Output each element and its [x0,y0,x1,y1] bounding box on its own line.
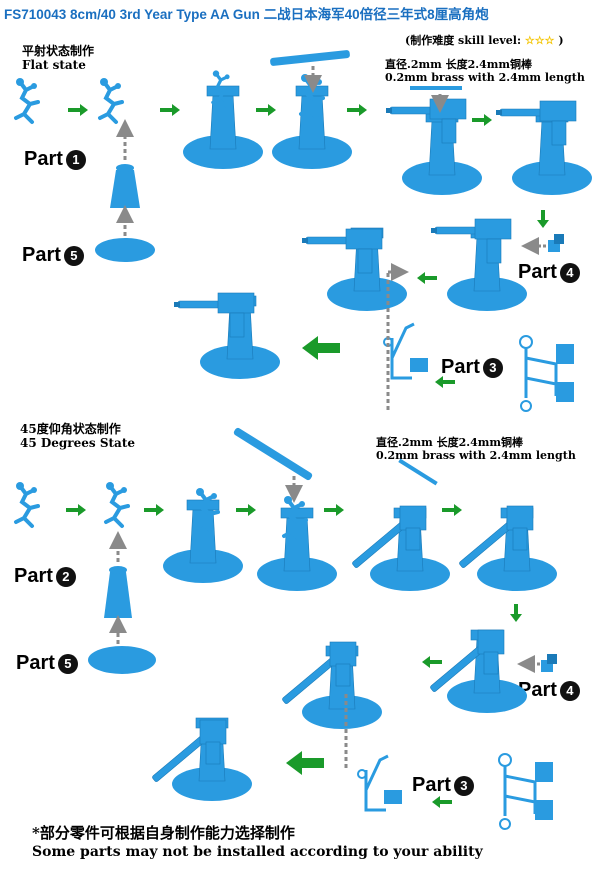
skill-level-label: (制作难度 skill level: [405,34,522,47]
flat-step-assembled-gun-1 [385,98,483,196]
section-flat-cn: 平射状态制作 [22,44,95,58]
footer-note-cn: *部分零件可根据自身制作能力选择制作 [32,824,295,842]
part-number-badge: 2 [55,566,76,587]
part-word: Part [16,652,55,674]
section-flat-heading: 平射状态制作 Flat state [22,44,94,72]
green-arrow [144,504,164,516]
up-pedestal-part-5 [104,566,132,618]
up-part-3-sprue [497,752,555,831]
green-arrow-large [302,336,340,360]
flat-part-3-seat [382,322,430,380]
brass-note-top: 直径.2mm 长度2.4mm铜棒 0.2mm brass with 2.4mm … [385,58,585,84]
part-word: Part [518,261,557,283]
page-title: FS710043 8cm/40 3rd Year Type AA Gun 二战日… [4,7,489,22]
part-word: Part [412,774,451,796]
green-arrow [160,104,180,116]
flat-step-pedestal-2 [271,72,353,170]
up-part-4 [541,654,557,672]
up-step-assembled-gun-1 [351,505,451,592]
green-arrow [442,504,462,516]
brass-note-bottom: 直径.2mm 长度2.4mm铜棒 0.2mm brass with 2.4mm … [376,436,576,462]
flat-step-assembled-gun-2 [495,100,593,196]
up-step-assembled-gun-2 [458,505,558,592]
skill-level: (制作难度 skill level: ☆☆☆ ) [405,32,564,48]
flat-part-3-sprue [518,334,576,413]
green-arrow [472,114,492,126]
up-step-gun-with-part-4 [429,629,528,714]
section-flat-en: Flat state [22,58,86,72]
green-arrow [324,504,344,516]
up-base-disc-part-5 [88,646,156,674]
up-barrel-part [233,427,313,481]
star-icon: ☆ [534,34,545,47]
section-45-cn: 45度仰角状态制作 [20,422,121,436]
up-step-gun-with-part-3 [281,641,383,730]
flat-brass-rod [410,86,462,90]
part-number-badge: 5 [63,245,84,266]
up-step-pedestal-1 [162,486,244,584]
part-number-badge: 1 [65,149,86,170]
part-word: Part [24,148,63,170]
brass-note-top-cn: 直径.2mm 长度2.4mm铜棒 [385,58,533,71]
part-number-badge: 3 [453,775,474,796]
green-arrow-large [286,751,324,775]
part-word: Part [518,679,557,701]
brass-note-top-en: 0.2mm brass with 2.4mm length [385,71,585,84]
green-arrow [435,376,455,388]
green-arrow [510,604,522,622]
flat-step-gun-with-part-3 [301,227,408,312]
flat-base-disc-part-5 [95,238,155,262]
part-number-badge: 3 [482,357,503,378]
flat-step-pedestal-1 [182,68,264,170]
up-part-3-seat [356,754,404,812]
flat-step-arrows [68,104,549,388]
green-arrow [68,104,88,116]
green-arrow [66,504,86,516]
green-arrow [537,210,549,228]
section-45-en: 45 Degrees State [20,436,135,450]
skill-level-close: ) [558,34,564,47]
part-number-badge: 4 [559,262,580,283]
part-word: Part [441,356,480,378]
flat-pedestal-part-5 [110,164,140,208]
flat-step-sub-assembly [98,76,124,124]
green-arrow [256,104,276,116]
green-arrow [417,272,437,284]
part-word: Part [22,244,61,266]
green-arrow [347,104,367,116]
footer-note-en: Some parts may not be installed accordin… [32,844,483,860]
up-part-2-sprue [14,480,40,528]
flat-part-4 [548,234,564,252]
star-icon: ☆ [524,34,535,47]
part-number-badge: 4 [559,680,580,701]
part-word: Part [14,565,53,587]
green-arrow [432,796,452,808]
green-arrow [422,656,442,668]
section-45-heading: 45度仰角状态制作 45 Degrees State [20,422,135,450]
up-step-arrows [66,504,522,808]
flat-final-assembled-gun [173,292,281,380]
flat-part-1-sprue [14,76,40,124]
up-brass-rod [398,458,438,486]
up-step-sub-assembly [104,480,130,528]
brass-note-bottom-en: 0.2mm brass with 2.4mm length [376,449,576,462]
flat-step-gun-with-part-4 [430,218,528,312]
green-arrow [236,504,256,516]
half-star-icon: ☆ [544,34,555,47]
brass-note-bottom-cn: 直径.2mm 长度2.4mm铜棒 [376,436,524,449]
part-number-badge: 5 [57,653,78,674]
up-final-assembled-gun [151,717,253,802]
flat-barrel-part [270,50,350,66]
